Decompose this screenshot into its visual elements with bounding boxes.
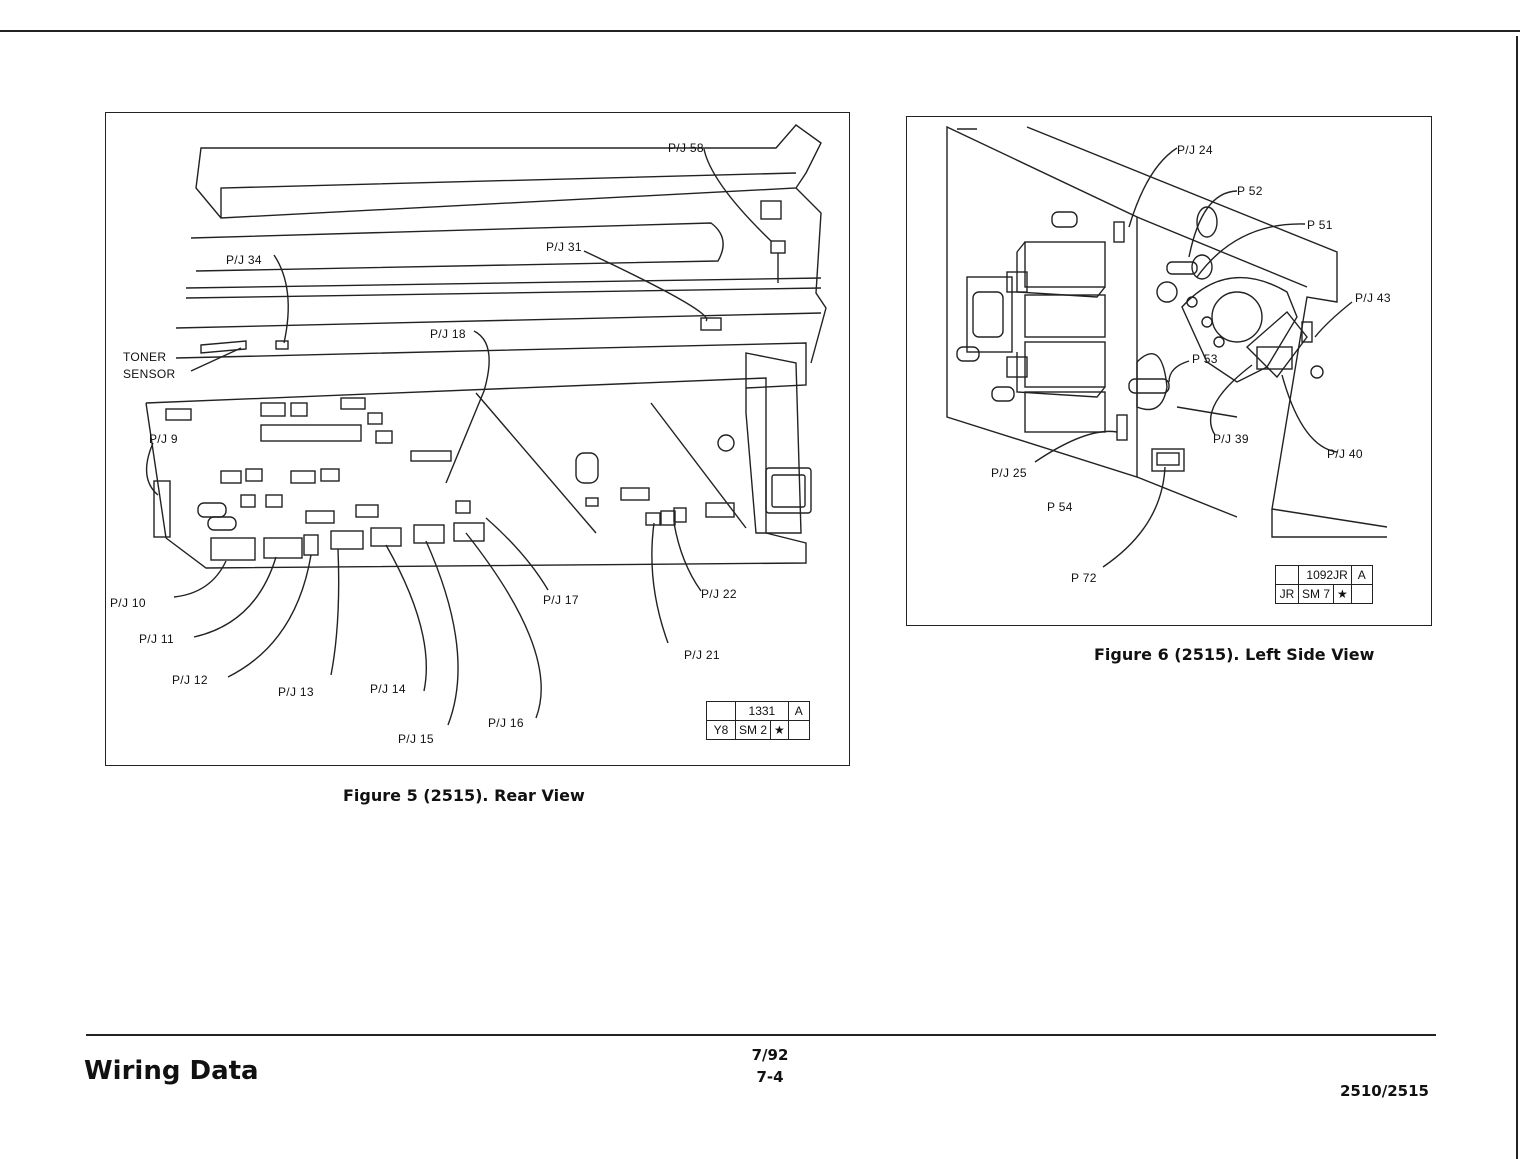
fig6-label-p52: P 52 [1237, 184, 1263, 198]
fig5-label-pj13: P/J 13 [278, 685, 314, 699]
footer-rule [86, 1034, 1436, 1036]
fig5-stamp-star-icon: ★ [770, 720, 789, 740]
fig5-label-pj34: P/J 34 [226, 253, 262, 267]
figure-6-left-side-view: P/J 24 P 52 P 51 P/J 43 P 53 P/J 39 P/J … [906, 116, 1432, 626]
fig6-label-pj25: P/J 25 [991, 466, 1027, 480]
fig5-label-pj21: P/J 21 [684, 648, 720, 662]
top-rule [0, 30, 1520, 32]
footer-page-number: 7-4 [756, 1068, 784, 1086]
fig5-label-pj11: P/J 11 [139, 632, 174, 646]
fig6-stamp-star-icon: ★ [1333, 584, 1352, 604]
fig5-label-pj17: P/J 17 [543, 593, 579, 607]
fig6-label-p53: P 53 [1192, 352, 1218, 366]
fig5-label-pj18: P/J 18 [430, 327, 466, 341]
fig5-stamp-rev: A [787, 701, 810, 721]
fig6-label-pj39: P/J 39 [1213, 432, 1249, 446]
fig5-label-pj22: P/J 22 [701, 587, 737, 601]
fig6-label-pj43: P/J 43 [1355, 291, 1391, 305]
fig6-label-pj24: P/J 24 [1177, 143, 1213, 157]
fig5-label-sensor: SENSOR [123, 367, 176, 381]
fig5-label-pj16: P/J 16 [488, 716, 524, 730]
fig5-label-pj14: P/J 14 [370, 682, 406, 696]
footer-date-page: 7/92 7-4 [730, 1044, 810, 1088]
fig5-stamp-c1: Y8 [706, 720, 736, 740]
fig6-label-p54: P 54 [1047, 500, 1073, 514]
figure-6-drawing [946, 125, 1388, 568]
fig6-label-p72: P 72 [1071, 571, 1097, 585]
footer-date: 7/92 [751, 1046, 789, 1064]
fig5-label-pj12: P/J 12 [172, 673, 208, 687]
fig5-label-toner: TONER [123, 350, 167, 364]
figure-5-caption: Figure 5 (2515). Rear View [343, 786, 585, 805]
fig6-stamp-rev: A [1350, 565, 1373, 585]
footer-section-title: Wiring Data [84, 1056, 259, 1086]
fig5-label-pj58: P/J 58 [668, 141, 704, 155]
fig5-label-pj31: P/J 31 [546, 240, 582, 254]
fig5-label-pj15: P/J 15 [398, 732, 434, 746]
fig5-label-pj9: P/J 9 [149, 432, 178, 446]
footer-model: 2510/2515 [1340, 1082, 1429, 1100]
fig5-stamp-c2: SM 2 [734, 720, 772, 740]
fig6-stamp-c1: JR [1275, 584, 1299, 604]
figure-5-rear-view: P/J 58 P/J 34 P/J 31 P/J 18 TONER SENSOR… [105, 112, 850, 766]
fig5-stamp-table: 1331 A Y8 SM 2 ★ [706, 701, 810, 740]
fig5-label-pj10: P/J 10 [110, 596, 146, 610]
fig6-stamp-table: 1092JR A JR SM 7 ★ [1275, 565, 1373, 604]
figure-5-drawing [145, 124, 827, 726]
fig6-label-pj40: P/J 40 [1327, 447, 1363, 461]
fig5-stamp-number: 1331 [735, 701, 789, 721]
right-edge-rule [1516, 36, 1518, 1159]
fig6-label-p51: P 51 [1307, 218, 1333, 232]
fig6-stamp-number: 1092JR [1298, 565, 1352, 585]
fig6-stamp-c2: SM 7 [1297, 584, 1335, 604]
figure-6-caption: Figure 6 (2515). Left Side View [1094, 645, 1375, 664]
